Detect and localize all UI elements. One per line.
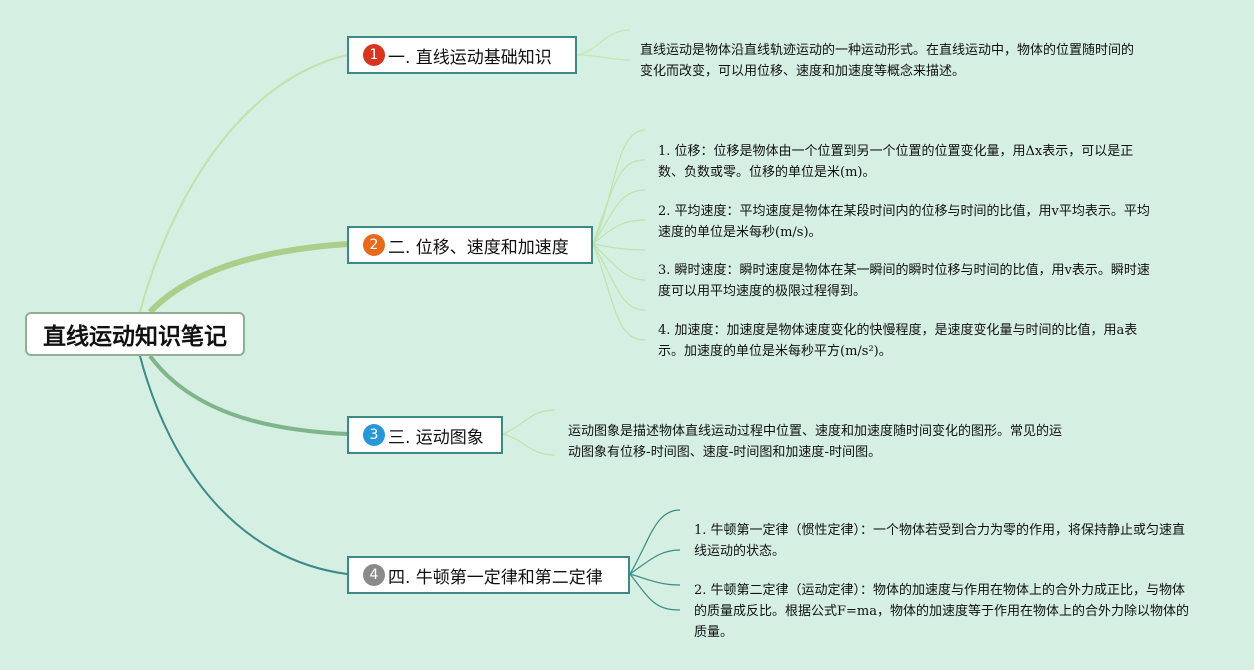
branch-topic-2[interactable]: 2 二. 位移、速度和加速度 [347, 226, 593, 264]
number-badge-icon: 4 [363, 564, 385, 586]
number-badge-icon: 1 [363, 44, 385, 66]
number-badge-icon: 3 [363, 424, 385, 446]
link-b4-leaves [629, 509, 681, 611]
root-title: 直线运动知识笔记 [43, 324, 227, 350]
note-b3-1: 运动图象是描述物体直线运动过程中位置、速度和加速度随时间变化的图形。常见的运动图… [568, 424, 1063, 460]
link-root-b3 [148, 354, 348, 436]
branch-title: 四. 牛顿第一定律和第二定律 [388, 567, 603, 588]
root-topic[interactable]: 直线运动知识笔记 [25, 312, 245, 356]
note-b2-2: 2. 平均速度：平均速度是物体在某段时间内的位移与时间的比值，用v平均表示。平均… [658, 204, 1150, 240]
branch-title: 三. 运动图象 [388, 427, 484, 448]
note-b4-1: 1. 牛顿第一定律（惯性定律）：一个物体若受到合力为零的作用，将保持静止或匀速直… [694, 523, 1186, 559]
note-b4-2: 2. 牛顿第二定律（运动定律）：物体的加速度与作用在物体上的合外力成正比，与物体… [694, 583, 1189, 640]
number-badge-icon: 2 [363, 234, 385, 256]
branch-title: 二. 位移、速度和加速度 [388, 237, 569, 258]
link-b3-leaf [502, 409, 556, 456]
note-b1-1: 直线运动是物体沿直线轨迹运动的一种运动形式。在直线运动中，物体的位置随时间的变化… [640, 43, 1135, 79]
branch-topic-1[interactable]: 1 一. 直线运动基础知识 [347, 36, 577, 74]
branch-topic-4[interactable]: 4 四. 牛顿第一定律和第二定律 [347, 556, 630, 594]
link-root-b2 [147, 241, 348, 315]
link-b1-leaf [576, 29, 631, 61]
note-b2-1: 1. 位移：位移是物体由一个位置到另一个位置的位置变化量，用Δx表示，可以是正数… [658, 144, 1134, 180]
note-b2-4: 4. 加速度：加速度是物体速度变化的快慢程度，是速度变化量与时间的比值，用a表示… [658, 323, 1138, 359]
branch-topic-3[interactable]: 3 三. 运动图象 [347, 416, 503, 454]
note-b2-3: 3. 瞬时速度：瞬时速度是物体在某一瞬间的瞬时位移与时间的比值，用v表示。瞬时速… [658, 263, 1150, 299]
link-b2-leaves [592, 129, 646, 341]
branch-title: 一. 直线运动基础知识 [388, 47, 552, 68]
link-root-b4 [139, 355, 348, 575]
link-root-b1 [139, 54, 348, 313]
